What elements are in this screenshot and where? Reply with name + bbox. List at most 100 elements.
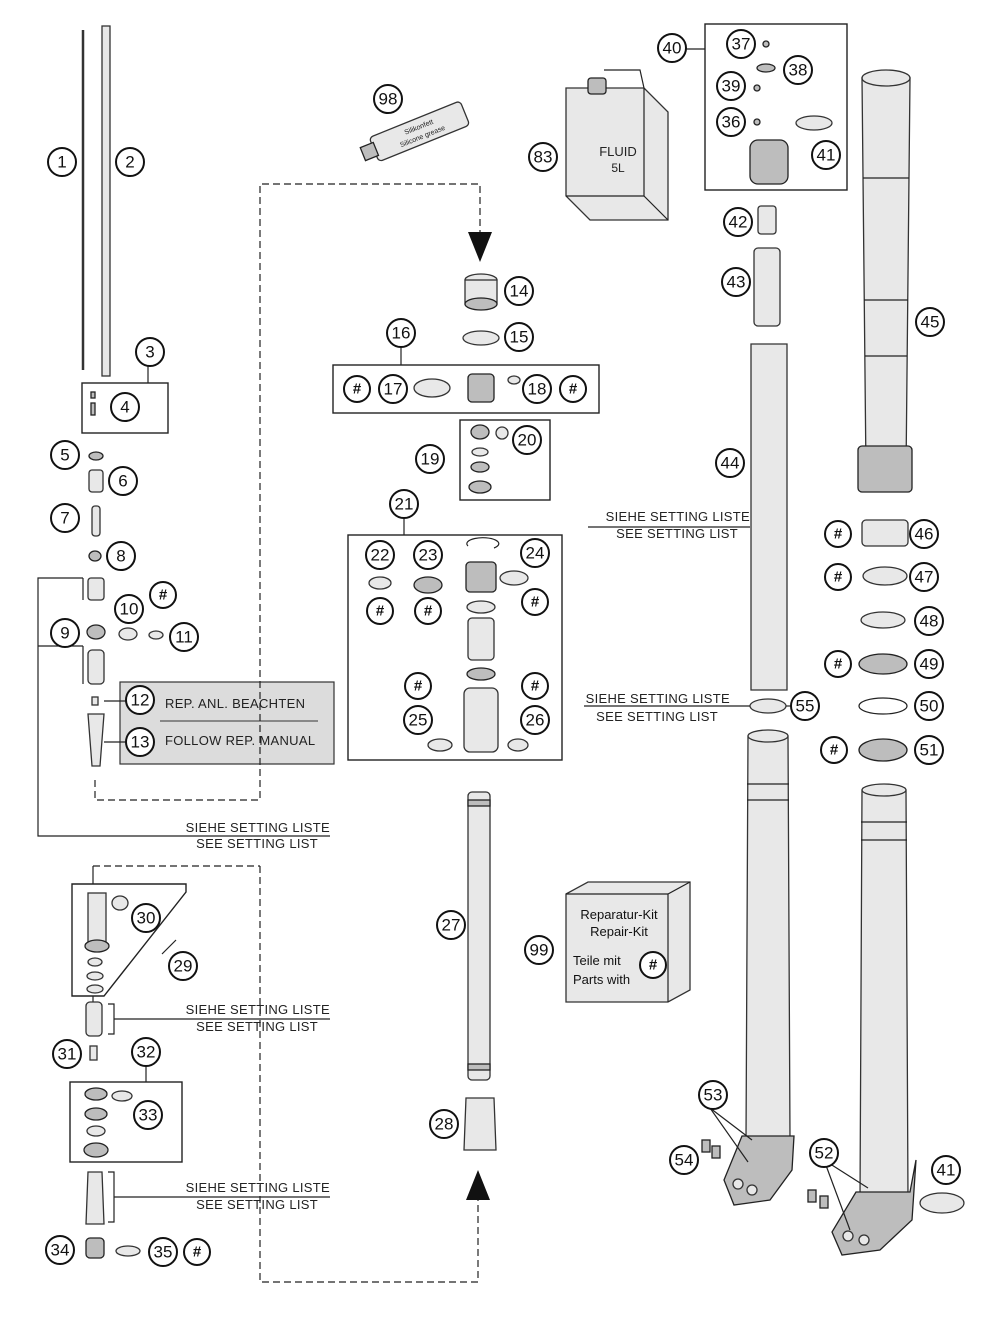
- svg-text:#: #: [569, 381, 578, 398]
- part-9-nut: [86, 624, 106, 640]
- part-18: [507, 375, 521, 385]
- svg-text:48: 48: [920, 612, 939, 631]
- part-35: [115, 1245, 141, 1257]
- part-42: [757, 205, 777, 235]
- parts-with-en: Parts with: [573, 972, 630, 987]
- svg-text:#: #: [353, 381, 362, 398]
- callout-23: 23: [413, 540, 443, 570]
- svg-text:10: 10: [120, 600, 139, 619]
- svg-text:39: 39: [722, 77, 741, 96]
- svg-text:44: 44: [721, 454, 740, 473]
- svg-text:#: #: [531, 678, 540, 695]
- svg-text:52: 52: [815, 1144, 834, 1163]
- svg-text:2: 2: [125, 153, 134, 172]
- svg-text:1: 1: [57, 153, 66, 172]
- callout-52: 52: [809, 1138, 839, 1168]
- part-43: [753, 247, 781, 327]
- part-5: [88, 451, 104, 461]
- svg-text:45: 45: [921, 313, 940, 332]
- callout-17: 17: [378, 374, 408, 404]
- callout-83: 83: [528, 142, 558, 172]
- callout-30: 30: [131, 903, 161, 933]
- svg-text:7: 7: [60, 509, 69, 528]
- callout-21: 21: [389, 489, 419, 519]
- svg-text:29: 29: [174, 957, 193, 976]
- arrow-down: [468, 232, 492, 262]
- repair-kit-en: Repair-Kit: [590, 924, 648, 939]
- svg-text:31: 31: [58, 1045, 77, 1064]
- part-47-bushing: [862, 566, 908, 586]
- callout-13: 13: [125, 727, 155, 757]
- callout-20: 20: [512, 425, 542, 455]
- repair-kit-hash-marker: #: [366, 597, 394, 625]
- part-9a: [87, 577, 105, 601]
- part-15-ring: [462, 330, 500, 346]
- callout-39: 39: [716, 71, 746, 101]
- svg-text:38: 38: [789, 61, 808, 80]
- part-21-spring: [467, 617, 495, 661]
- svg-text:42: 42: [729, 213, 748, 232]
- svg-text:9: 9: [60, 624, 69, 643]
- svg-text:34: 34: [51, 1241, 70, 1260]
- svg-text:#: #: [834, 656, 843, 673]
- repair-kit-hash-marker: #: [559, 375, 587, 403]
- svg-text:47: 47: [915, 568, 934, 587]
- svg-text:#: #: [159, 587, 168, 604]
- setting-note-en-3: SEE SETTING LIST: [196, 1197, 318, 1212]
- svg-text:25: 25: [409, 711, 428, 730]
- svg-text:28: 28: [435, 1115, 454, 1134]
- part-45-outer-tube: [861, 77, 911, 473]
- svg-text:37: 37: [732, 35, 751, 54]
- svg-text:54: 54: [675, 1151, 694, 1170]
- svg-text:#: #: [414, 678, 423, 695]
- box-part-40: [704, 23, 848, 191]
- arrow-up: [466, 1170, 490, 1200]
- svg-text:20: 20: [518, 431, 537, 450]
- svg-text:27: 27: [442, 916, 461, 935]
- svg-text:23: 23: [419, 546, 438, 565]
- svg-text:40: 40: [663, 39, 682, 58]
- part-17-oring: [413, 378, 451, 398]
- svg-text:6: 6: [118, 472, 127, 491]
- svg-text:#: #: [834, 569, 843, 586]
- part-8: [88, 550, 102, 562]
- svg-text:8: 8: [116, 547, 125, 566]
- part-98-grease-tube: Silikonfett Silicone grease: [359, 101, 470, 162]
- callout-45: 45: [915, 307, 945, 337]
- part-12: [91, 696, 99, 706]
- part-21-piston: [465, 561, 497, 593]
- callout-29: 29: [168, 951, 198, 981]
- callout-2: 2: [115, 147, 145, 177]
- repair-kit-hash-marker: #: [824, 563, 852, 591]
- svg-text:15: 15: [510, 328, 529, 347]
- part-27-tube: [467, 791, 491, 1081]
- svg-text:4: 4: [120, 398, 129, 417]
- part-83-fluid-can: FLUID 5L: [565, 69, 669, 221]
- svg-text:50: 50: [920, 697, 939, 716]
- part-11: [148, 630, 164, 640]
- callout-36: 36: [716, 107, 746, 137]
- part-16-cap: [467, 373, 495, 403]
- box-part-16: [332, 364, 600, 414]
- svg-text:#: #: [649, 957, 658, 974]
- part-34: [85, 1237, 105, 1259]
- callout-37: 37: [726, 29, 756, 59]
- callout-49: 49: [914, 649, 944, 679]
- callout-11: 11: [169, 622, 199, 652]
- part-49-seal: [858, 653, 908, 675]
- part-53-axle-clamp: [723, 1135, 795, 1206]
- part-51-dust-seal: [858, 738, 908, 762]
- svg-text:32: 32: [137, 1043, 156, 1062]
- part-30: [111, 895, 129, 911]
- rep-note-de: REP. ANL. BEACHTEN: [165, 696, 305, 711]
- svg-text:#: #: [424, 603, 433, 620]
- fluid-label: FLUID: [599, 144, 637, 159]
- box-part-32: [69, 1081, 183, 1163]
- repair-kit-de: Reparatur-Kit: [580, 907, 658, 922]
- setting-note-de-4: SIEHE SETTING LISTE: [606, 509, 750, 524]
- repair-kit-box: Reparatur-Kit Repair-Kit Teile mit Parts…: [565, 881, 691, 1003]
- callout-27: 27: [436, 910, 466, 940]
- svg-text:#: #: [834, 526, 843, 543]
- callout-48: 48: [914, 606, 944, 636]
- repair-kit-hash-marker: #: [639, 951, 667, 979]
